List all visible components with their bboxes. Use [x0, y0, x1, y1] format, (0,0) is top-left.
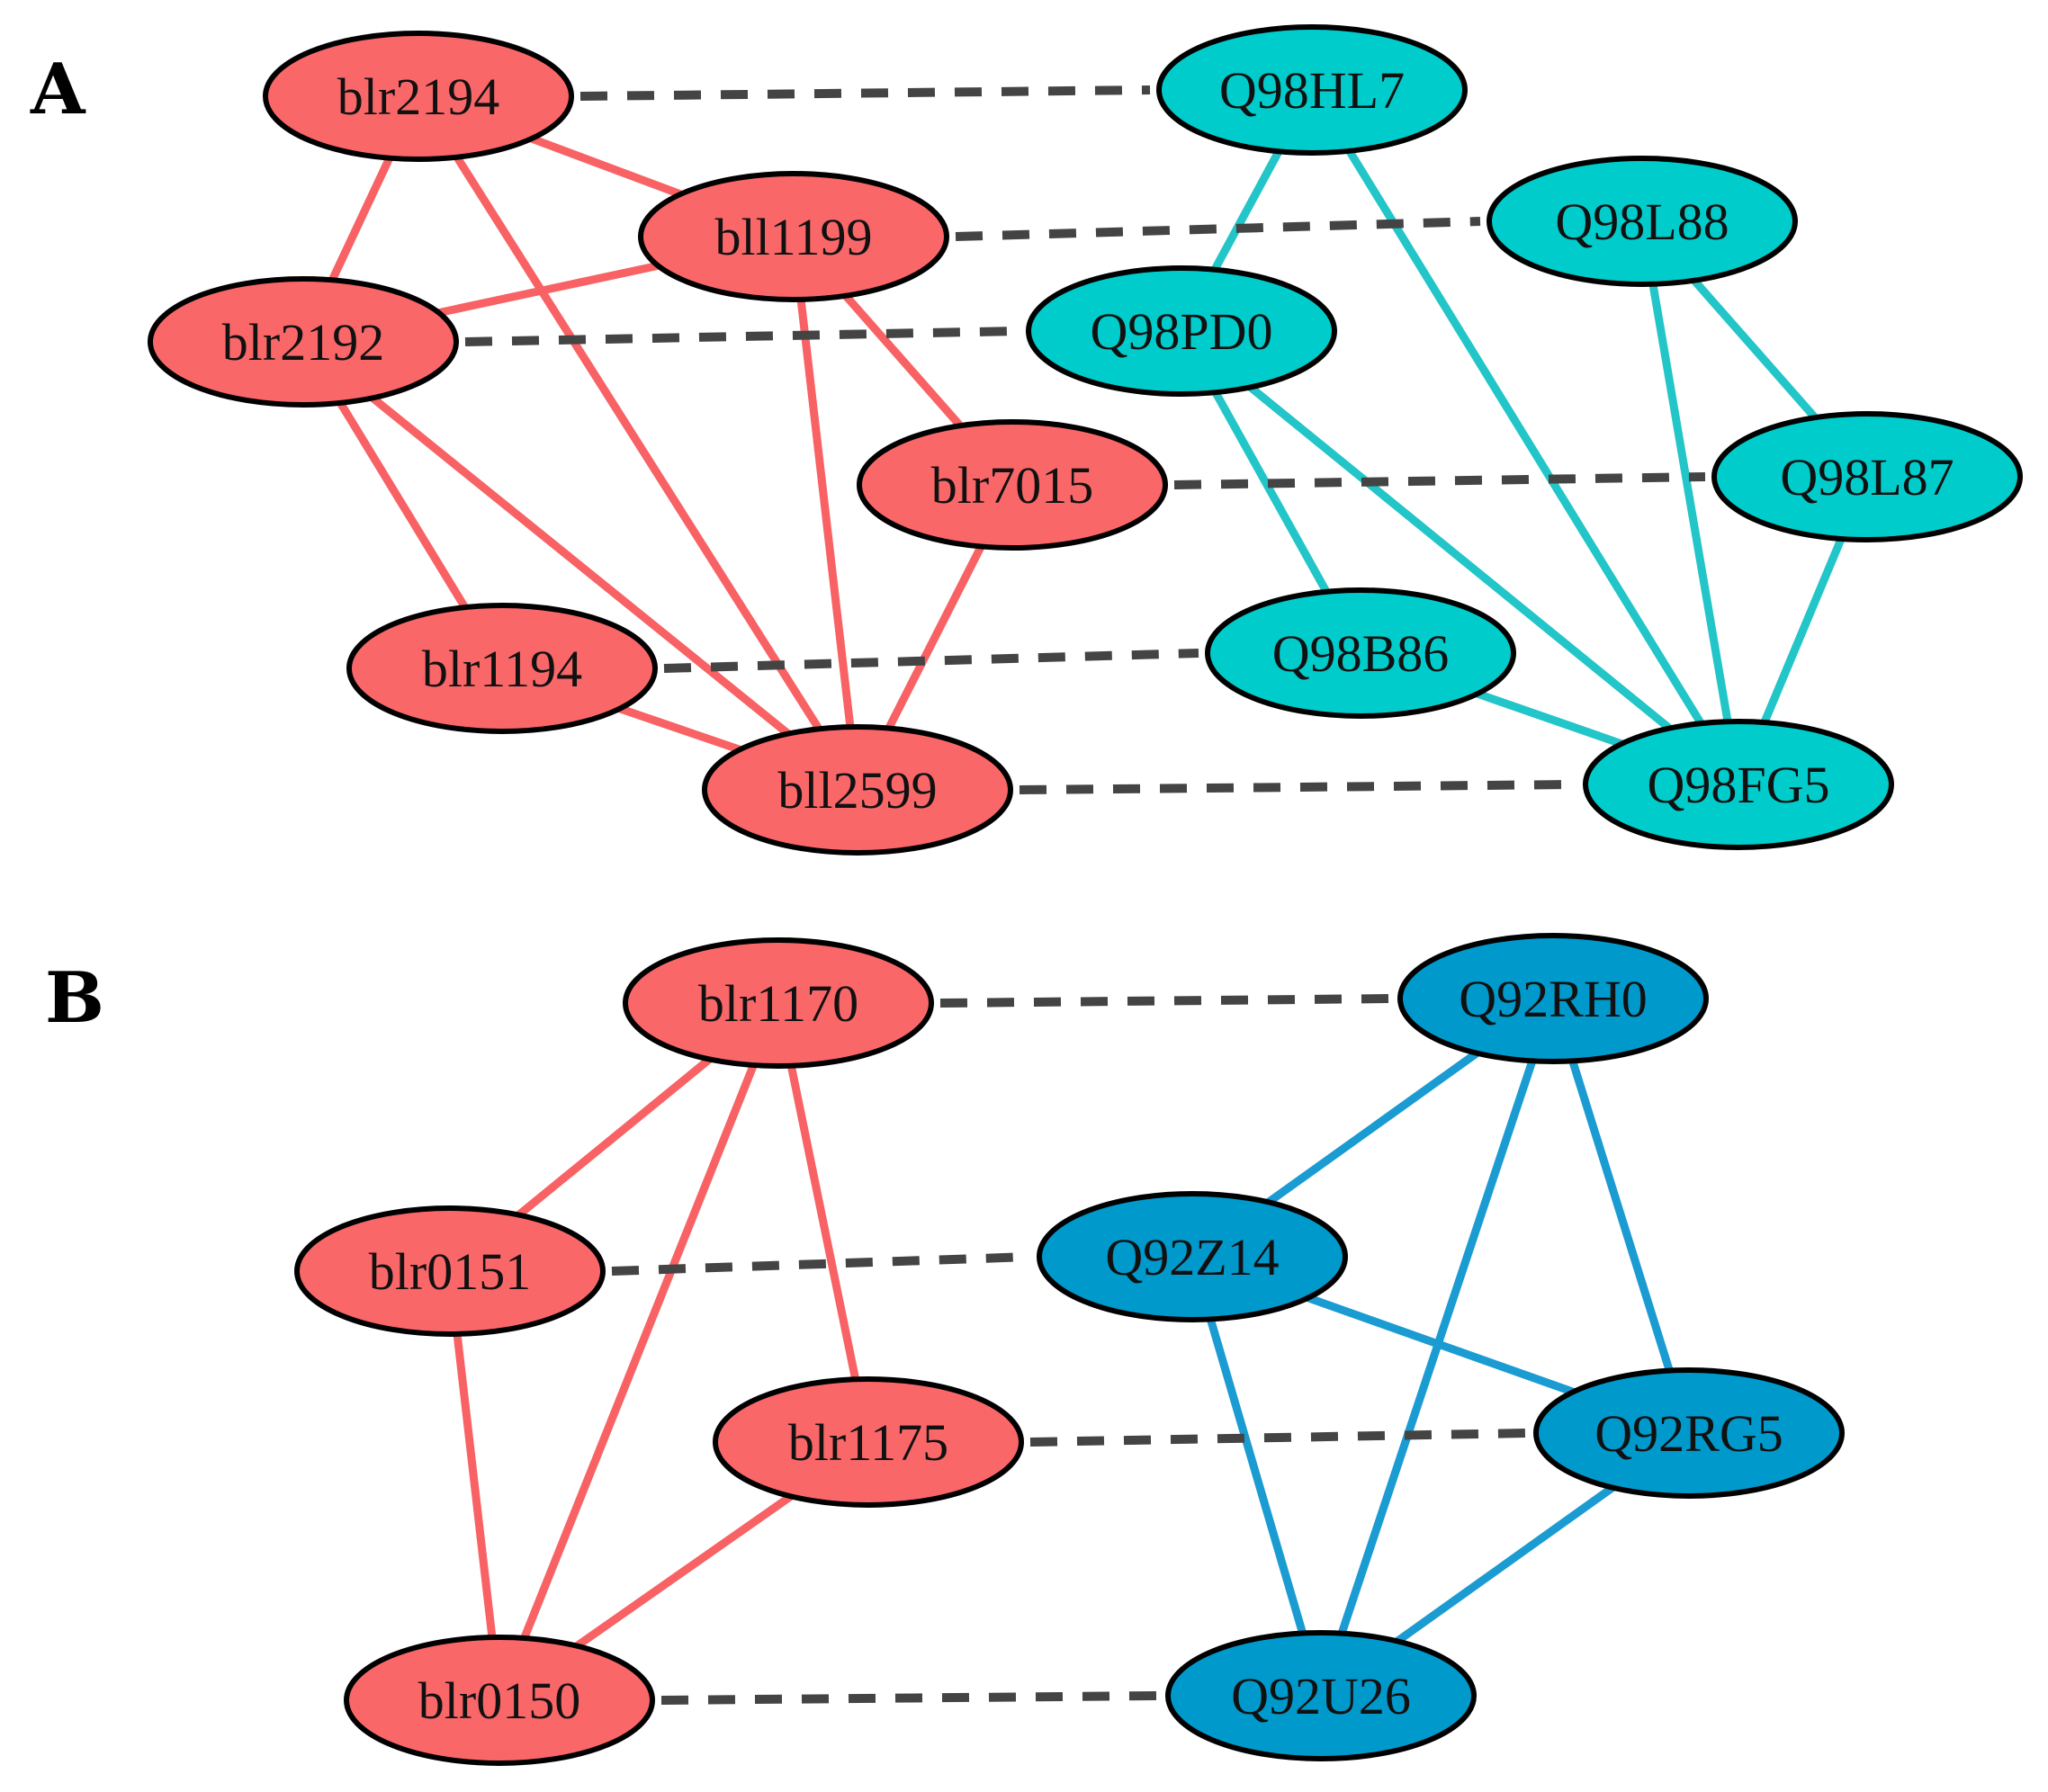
- node-ellipse: [1711, 411, 2023, 542]
- node-ellipse: [1037, 1191, 1348, 1322]
- node-bll1199: bll1199: [638, 171, 949, 302]
- node-label: blr0151: [369, 1242, 531, 1301]
- node-Q98B86: Q98B86: [1205, 587, 1516, 719]
- node-label: Q98B86: [1272, 624, 1450, 683]
- ortholog-link-blr2194-Q98HL7: [579, 85, 1151, 101]
- ortholog-link-bll2599-Q98FG5: [1019, 780, 1577, 794]
- node-label: blr1175: [788, 1413, 948, 1472]
- interaction-edge-Q98L88-Q98FG5: [1638, 220, 1743, 785]
- nodes-layer: blr2194 bll1199 blr2192 blr7015 blr1194 bll25…: [148, 24, 2023, 1766]
- interaction-edge-bll1199-bll2599: [789, 236, 862, 791]
- node-ellipse: [623, 937, 934, 1069]
- node-ellipse: [713, 1376, 1024, 1508]
- node-ellipse: [1205, 587, 1516, 719]
- node-bll2599: bll2599: [702, 724, 1013, 856]
- node-Q98L87: Q98L87: [1711, 411, 2023, 542]
- node-ellipse: [1533, 1367, 1845, 1499]
- ortholog-link-blr0151-Q92Z14: [611, 1252, 1031, 1276]
- ortholog-link-blr7015-Q98L87: [1173, 472, 1706, 489]
- node-Q98PD0: Q98PD0: [1026, 265, 1337, 397]
- node-Q92RH0: Q92RH0: [1397, 933, 1709, 1064]
- node-ellipse: [857, 419, 1168, 551]
- interaction-edge-Q92RH0-Q92RG5: [1549, 997, 1693, 1435]
- node-label: blr0150: [418, 1671, 580, 1730]
- node-label: Q98L88: [1555, 193, 1729, 251]
- node-Q98L88: Q98L88: [1487, 156, 1798, 287]
- node-ellipse: [294, 1205, 606, 1337]
- interaction-edge-Q98PD0-Q98FG5: [1179, 327, 1741, 788]
- node-Q92U26: Q92U26: [1165, 1630, 1477, 1761]
- node-label: bll1199: [714, 208, 872, 266]
- node-label: Q98PD0: [1090, 302, 1272, 361]
- node-ellipse: [148, 276, 459, 408]
- ortholog-link-blr0150-Q92U26: [660, 1691, 1160, 1705]
- node-ellipse: [638, 171, 949, 302]
- interaction-edge-blr1170-blr0150: [495, 1001, 783, 1702]
- ortholog-link-blr1175-Q92RG5: [1029, 1429, 1528, 1447]
- node-label: Q98L87: [1780, 448, 1954, 506]
- node-label: Q98HL7: [1219, 61, 1405, 120]
- node-label: blr2194: [337, 67, 499, 126]
- node-Q98HL7: Q98HL7: [1156, 24, 1468, 156]
- node-Q92Z14: Q92Z14: [1037, 1191, 1348, 1322]
- node-Q92RG5: Q92RG5: [1533, 1367, 1845, 1499]
- node-blr0150: blr0150: [344, 1635, 655, 1766]
- node-label: blr7015: [931, 456, 1093, 515]
- node-label: bll2599: [777, 761, 937, 820]
- node-label: blr2192: [222, 313, 384, 372]
- node-ellipse: [346, 603, 658, 734]
- node-blr1170: blr1170: [623, 937, 934, 1069]
- ortholog-link-bll1199-Q98L88: [955, 217, 1481, 241]
- node-label: Q92U26: [1231, 1667, 1411, 1725]
- interaction-edge-blr2192-bll2599: [301, 338, 860, 793]
- node-ellipse: [1397, 933, 1709, 1064]
- panel-label-a: A: [30, 49, 86, 130]
- interaction-edge-blr1170-blr1175: [774, 1002, 873, 1443]
- node-ellipse: [1583, 719, 1894, 850]
- node-label: Q98FG5: [1647, 756, 1829, 814]
- node-ellipse: [1026, 265, 1337, 397]
- ortholog-link-blr1194-Q98B86: [663, 649, 1199, 673]
- node-blr2194: blr2194: [263, 31, 574, 162]
- panel-label-b: B: [45, 957, 104, 1039]
- node-ellipse: [344, 1635, 655, 1766]
- ortholog-link-blr2192-Q98PD0: [464, 327, 1020, 346]
- node-label: blr1170: [698, 974, 858, 1033]
- node-ellipse: [1487, 156, 1798, 287]
- node-ellipse: [1165, 1630, 1477, 1761]
- node-label: Q92RH0: [1459, 970, 1647, 1028]
- node-blr1194: blr1194: [346, 603, 658, 734]
- node-Q98FG5: Q98FG5: [1583, 719, 1894, 850]
- node-blr2192: blr2192: [148, 276, 459, 408]
- node-label: Q92RG5: [1594, 1404, 1783, 1463]
- node-blr7015: blr7015: [857, 419, 1168, 551]
- node-ellipse: [702, 724, 1013, 856]
- node-ellipse: [263, 31, 574, 162]
- ortholog-link-blr1170-Q92RH0: [939, 994, 1392, 1008]
- node-blr1175: blr1175: [713, 1376, 1024, 1508]
- interaction-edge-blr0151-blr0150: [445, 1270, 504, 1701]
- interaction-edge-Q98HL7-Q98FG5: [1308, 87, 1742, 787]
- node-label: blr1194: [422, 640, 582, 698]
- interaction-edge-Q92Z14-Q92U26: [1188, 1255, 1325, 1698]
- node-blr0151: blr0151: [294, 1205, 606, 1337]
- node-ellipse: [1156, 24, 1468, 156]
- interaction-edge-blr2194-bll2599: [415, 94, 861, 793]
- node-label: Q92Z14: [1105, 1228, 1279, 1286]
